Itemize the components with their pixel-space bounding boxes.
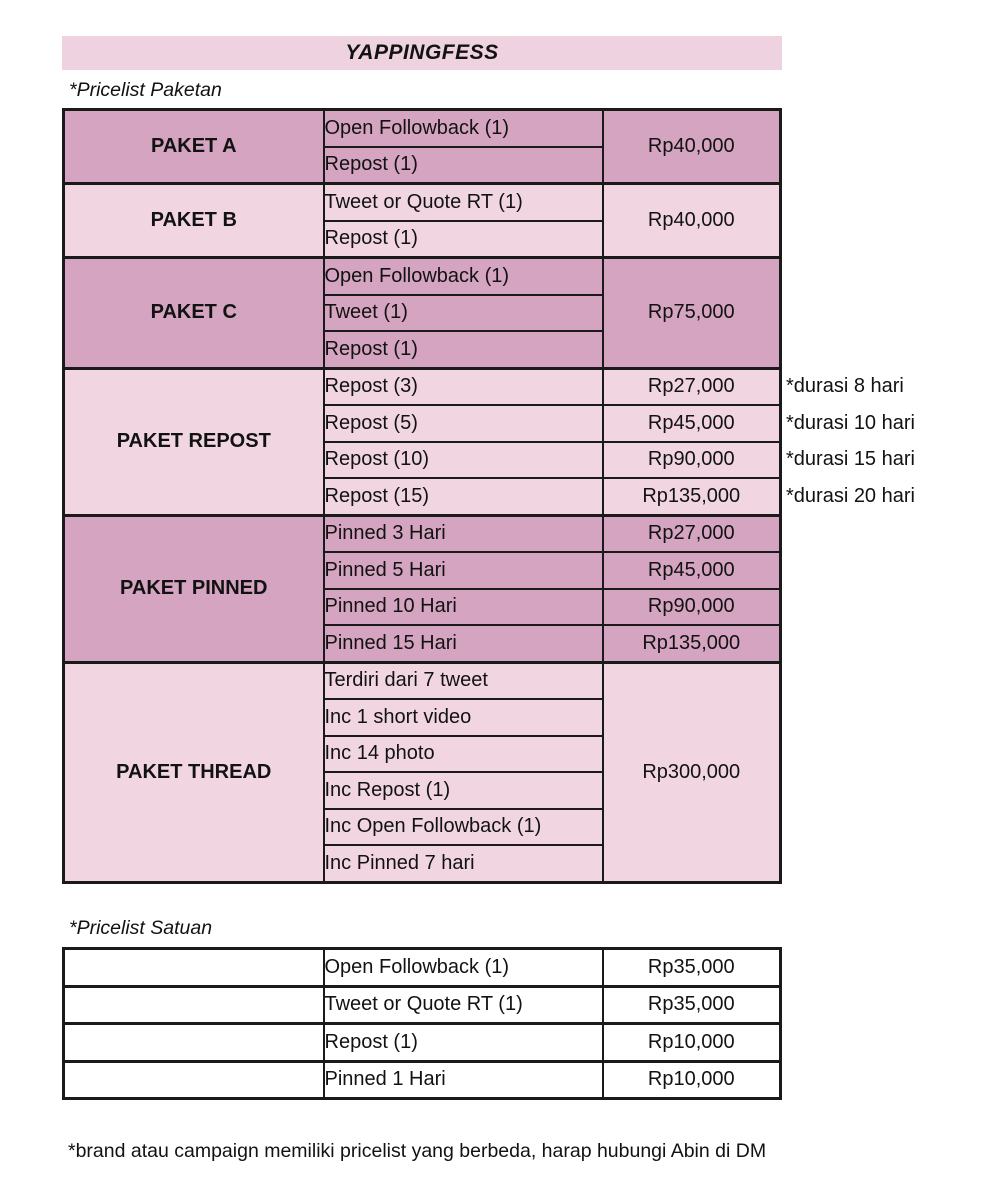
paket-item-cell: Open Followback (1) [322, 108, 604, 148]
paket-item-cell: Pinned 15 Hari [322, 624, 604, 663]
paket-item-cell: Repost (5) [322, 404, 604, 443]
paket-price-cell: Rp27,000 [601, 513, 782, 553]
satuan-price-cell: Rp35,000 [601, 984, 782, 1025]
paket-price-cell: Rp300,000 [601, 660, 782, 883]
satuan-row: Open Followback (1)Rp35,000 [62, 947, 782, 987]
paketan-row: Inc Pinned 7 hari [64, 844, 781, 883]
paket-item-cell: Pinned 3 Hari [322, 513, 604, 553]
paketan-row: Inc Repost (1) [64, 771, 781, 810]
paket-price-cell: Rp40,000 [601, 182, 782, 259]
paket-item-cell: Inc 14 photo [322, 734, 604, 773]
paket-price-cell: Rp75,000 [601, 256, 782, 369]
paket-item-cell: Repost (1) [322, 330, 604, 369]
paket-item-cell: Repost (1) [322, 145, 604, 185]
paket-item-cell: Tweet or Quote RT (1) [322, 182, 604, 222]
durasi-note: *durasi 10 hari [786, 411, 915, 434]
satuan-empty-cell [62, 984, 325, 1025]
paket-price-cell: Rp135,000 [601, 624, 782, 663]
paketan-row: Repost (1) [64, 145, 781, 185]
paketan-row: Inc 14 photo [64, 734, 781, 773]
paket-item-cell: Repost (15) [322, 477, 604, 516]
satuan-row: Tweet or Quote RT (1)Rp35,000 [62, 984, 782, 1025]
paket-group-name-cell: PAKET REPOST [62, 366, 325, 516]
paket-group-name-cell: PAKET A [62, 108, 325, 185]
satuan-item-cell: Tweet or Quote RT (1) [322, 984, 604, 1025]
paket-group-name-cell: PAKET C [62, 256, 325, 369]
page-title: YAPPINGFESS [345, 41, 499, 64]
paket-item-cell: Tweet (1) [322, 293, 604, 332]
satuan-row: Repost (1)Rp10,000 [62, 1022, 782, 1062]
paket-item-cell: Inc 1 short video [322, 698, 604, 737]
paket-item-cell: Inc Repost (1) [322, 771, 604, 810]
paketan-row: Repost (5)Rp45,000 [64, 404, 782, 443]
paketan-row: Repost (10)Rp90,000 [64, 440, 782, 479]
footer-note: *brand atau campaign memiliki pricelist … [68, 1140, 767, 1162]
paketan-row: Repost (1) [64, 219, 781, 259]
paket-group-name-cell: PAKET THREAD [62, 660, 325, 883]
paket-price-cell: Rp90,000 [601, 587, 782, 626]
durasi-note: *durasi 20 hari [786, 485, 915, 507]
paket-item-cell: Pinned 10 Hari [322, 587, 604, 626]
paket-price-cell: Rp45,000 [601, 404, 782, 443]
paketan-section-label: *Pricelist Paketan [69, 79, 222, 101]
paketan-row: Repost (15)Rp135,000 [64, 477, 782, 516]
paket-group-name-cell: PAKET PINNED [62, 513, 325, 663]
paket-price-cell: Rp90,000 [601, 440, 782, 479]
durasi-note: *durasi 8 hari [786, 375, 904, 397]
satuan-empty-cell [62, 1059, 325, 1100]
paket-group-name-cell: PAKET B [62, 182, 325, 259]
satuan-empty-cell [62, 947, 325, 987]
paketan-row: Tweet (1) [64, 293, 781, 332]
paket-item-cell: Open Followback (1) [322, 256, 604, 296]
satuan-item-cell: Pinned 1 Hari [322, 1059, 604, 1100]
paket-item-cell: Repost (1) [322, 219, 604, 259]
paket-item-cell: Inc Pinned 7 hari [322, 844, 604, 883]
satuan-section-label: *Pricelist Satuan [69, 917, 213, 939]
paketan-row: Inc Open Followback (1) [64, 807, 781, 846]
paket-item-cell: Pinned 5 Hari [322, 551, 604, 590]
paket-price-cell: Rp45,000 [601, 551, 782, 590]
satuan-item-cell: Open Followback (1) [322, 947, 604, 987]
satuan-price-cell: Rp10,000 [601, 1059, 782, 1100]
paketan-row: Repost (1) [64, 330, 781, 369]
paket-item-cell: Repost (3) [322, 366, 604, 406]
paket-item-cell: Terdiri dari 7 tweet [322, 660, 604, 700]
paket-item-cell: Inc Open Followback (1) [322, 807, 604, 846]
paket-item-cell: Repost (10) [322, 440, 604, 479]
satuan-price-cell: Rp10,000 [601, 1022, 782, 1062]
page-title-banner: YAPPINGFESS [62, 36, 782, 70]
satuan-item-cell: Repost (1) [322, 1022, 604, 1062]
satuan-empty-cell [62, 1022, 325, 1062]
satuan-price-cell: Rp35,000 [601, 947, 782, 987]
paket-price-cell: Rp27,000 [601, 366, 782, 406]
durasi-note: *durasi 15 hari [786, 448, 915, 471]
paket-price-cell: Rp40,000 [601, 108, 782, 185]
paket-price-cell: Rp135,000 [601, 477, 782, 516]
paketan-row: Inc 1 short video [64, 698, 781, 737]
